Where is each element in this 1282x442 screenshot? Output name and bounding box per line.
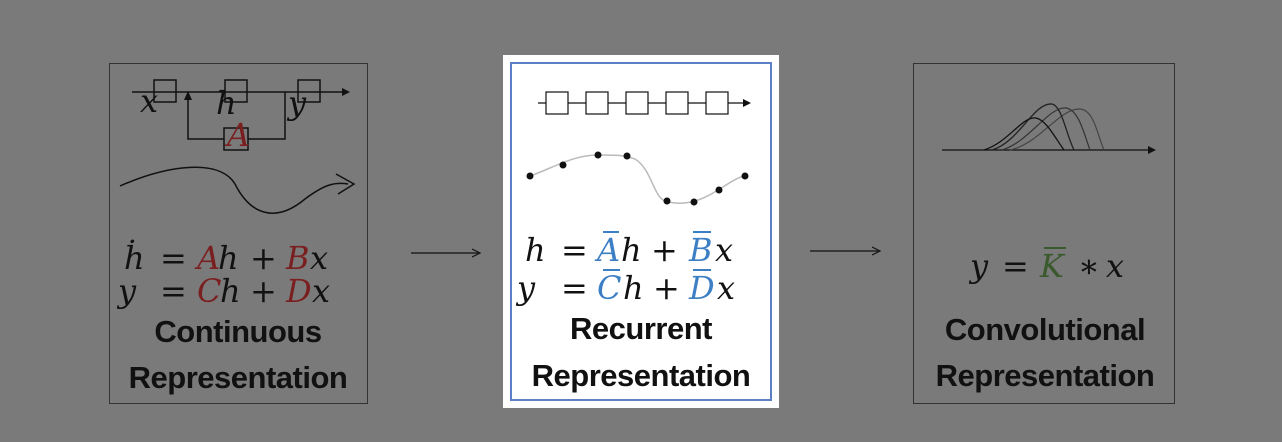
svg-text:h: h [218,239,239,277]
svg-text:C: C [597,269,621,307]
svg-text:A: A [594,231,620,269]
chain-block [625,91,649,115]
recurrent-diagram: h = A h + B x y = C h + D x Recurrent Re… [515,91,751,393]
svg-text:h: h [525,231,546,269]
continuous-panel: x h y A ḣ = A h + B x y = C h + D x Cont… [109,63,368,404]
convolutional-caption-line1: Convolutional [945,312,1145,347]
svg-text:h: h [621,231,642,269]
kernel-curve [1009,108,1105,151]
svg-text:D: D [285,272,312,310]
svg-text:y: y [968,247,989,285]
block-a [223,127,249,151]
svg-text:h: h [220,272,241,310]
svg-text:A: A [194,239,220,277]
kernel-curve [991,103,1075,151]
kernel-axis-arrow-icon [1148,146,1156,154]
svg-text:∗: ∗ [1078,247,1100,285]
svg-text:x: x [717,269,735,307]
convolutional-caption-line2: Representation [936,358,1155,393]
svg-text:=: = [160,272,187,310]
svg-text:y: y [515,269,536,307]
recurrent-caption-line1: Recurrent [570,311,712,346]
recurrent-caption-line2: Representation [532,358,751,393]
continuous-curve [119,166,349,214]
sample-point [594,151,602,159]
label-h: h [216,84,237,122]
continuous-eq1: ḣ = A h + B x [124,239,328,277]
svg-text:=: = [561,269,588,307]
chain-block [665,91,689,115]
convolutional-panel: y = K ∗ x Convolutional Representation [913,63,1175,404]
recurrent-frame [510,62,772,401]
svg-text:x: x [1106,247,1124,285]
svg-text:y: y [116,272,137,310]
feedback-arrow-icon [184,91,192,100]
block-x [153,79,177,103]
kernel-curve [983,117,1065,151]
svg-text:=: = [1002,247,1029,285]
sample-point [526,172,534,180]
svg-text:+: + [653,269,680,307]
sample-point [690,198,698,206]
continuous-caption-line2: Representation [129,360,348,395]
block-h [224,79,248,103]
convolutional-diagram: y = K ∗ x Convolutional Representation [936,103,1156,393]
chain-arrow-icon [743,99,751,107]
svg-text:+: + [250,272,277,310]
sample-point [559,161,567,169]
kernel-curve [1001,107,1091,151]
svg-text:B: B [285,239,310,277]
block-y [297,79,321,103]
svg-text:x: x [312,272,330,310]
svg-text:K: K [1039,247,1066,285]
label-x: x [140,82,158,120]
sample-points [526,151,749,206]
arrow-head-icon [342,88,350,96]
chain-block [705,91,729,115]
sample-point [663,197,671,205]
svg-text:ḣ: ḣ [124,239,145,277]
svg-text:B: B [688,231,713,269]
recurrent-eq2: y = C h + D x [515,269,735,307]
label-a: A [224,116,250,154]
svg-text:C: C [197,272,221,310]
svg-text:=: = [160,239,187,277]
svg-text:=: = [561,231,588,269]
svg-text:x: x [715,231,733,269]
recurrent-panel: h = A h + B x y = C h + D x Recurrent Re… [503,55,779,408]
recurrent-eq1: h = A h + B x [525,231,733,269]
arrow-head-icon [471,248,482,258]
svg-text:D: D [688,269,715,307]
chain-block [545,91,569,115]
arrow-head-icon [871,246,882,256]
convolutional-eq: y = K ∗ x [968,247,1124,285]
svg-text:+: + [250,239,277,277]
label-y: y [286,84,307,122]
svg-text:x: x [310,239,328,277]
curve-arrow-icon [335,173,356,195]
chain-block [585,91,609,115]
sample-point [623,152,631,160]
continuous-caption-line1: Continuous [154,314,321,349]
sample-point [741,172,749,180]
continuous-eq2: y = C h + D x [116,272,330,310]
continuous-diagram: x h y A ḣ = A h + B x y = C h + D x Cont… [116,79,356,395]
svg-text:h: h [623,269,644,307]
sample-point [715,186,723,194]
svg-text:+: + [651,231,678,269]
